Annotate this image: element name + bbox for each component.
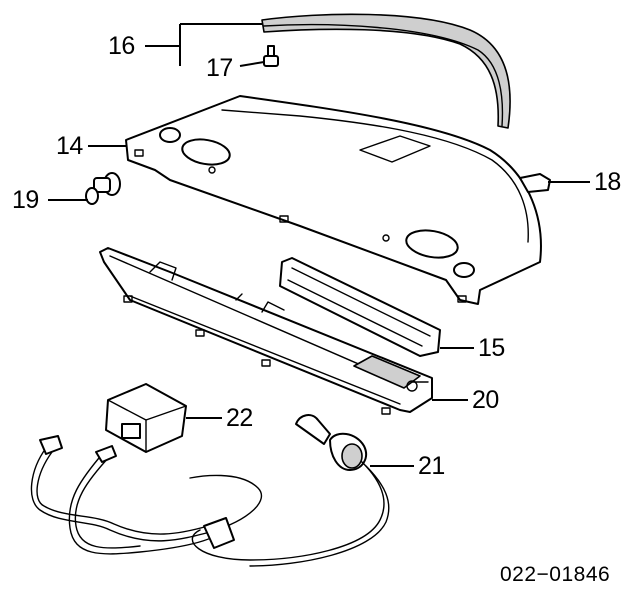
callout-18: 18: [594, 168, 621, 196]
part-22-harness: [30, 435, 263, 555]
callout-21: 21: [418, 452, 445, 480]
callout-19: 19: [12, 186, 39, 214]
callout-22: 22: [226, 404, 253, 432]
part-14-parcel-shelf: [125, 95, 542, 305]
callout-15: 15: [478, 334, 505, 362]
callout-14: 14: [56, 132, 83, 160]
part-18-clip: [519, 173, 551, 193]
callout-17: 17: [206, 54, 233, 82]
leader-16-bracket: [179, 23, 262, 66]
part-22-module: [105, 383, 187, 453]
part-17-clip: [263, 45, 279, 67]
part-16-trim-strip: [261, 13, 511, 129]
callout-20: 20: [472, 386, 499, 414]
part-20-housing: [99, 247, 433, 415]
leader-17: [239, 61, 265, 67]
part-21-actuator: [191, 414, 390, 567]
callout-16: 16: [108, 32, 135, 60]
diagram-code: 022−01846: [500, 563, 611, 586]
leader-lines: [48, 23, 590, 467]
part-15-brake-light: [279, 257, 441, 357]
part-19-push-pin: [85, 172, 121, 205]
